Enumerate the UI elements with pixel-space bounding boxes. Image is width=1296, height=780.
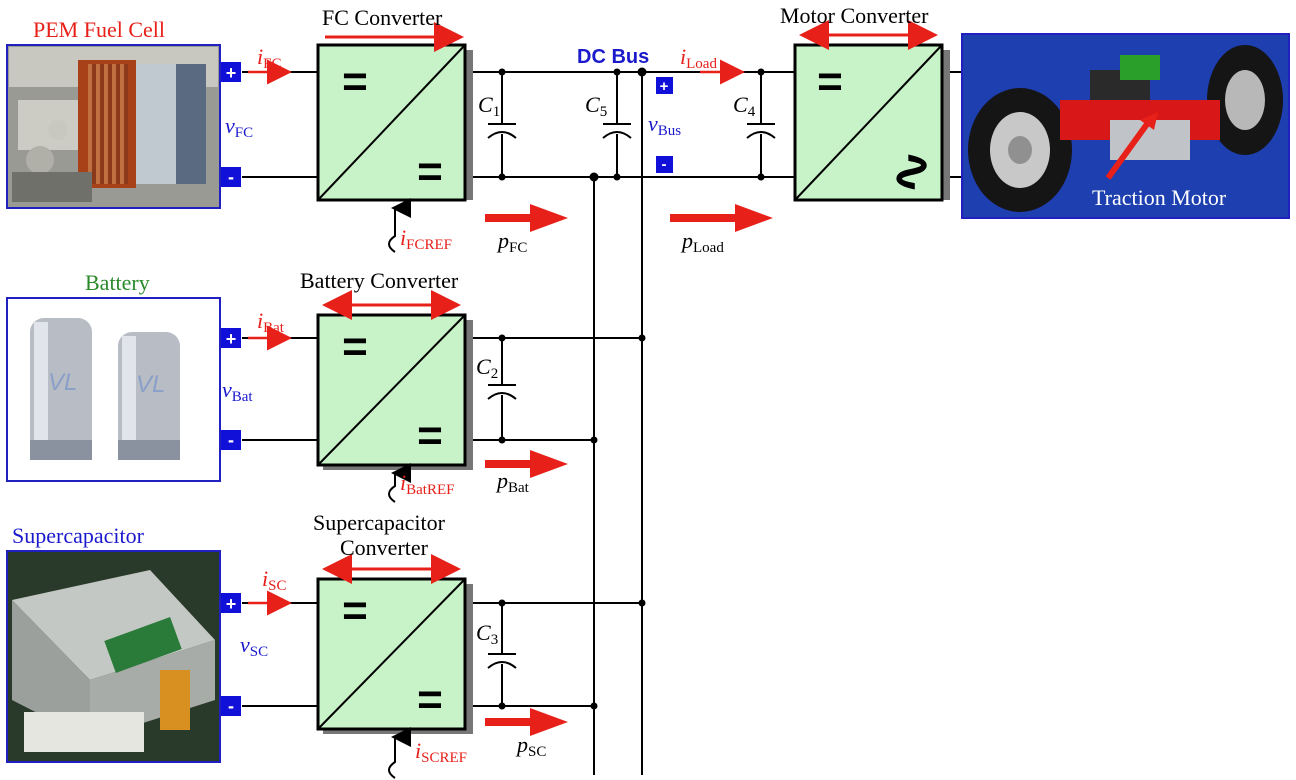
fc-conv-out-symbol: = bbox=[417, 147, 443, 196]
bat-conv-in-symbol: = bbox=[342, 322, 368, 371]
c5-label: C5 bbox=[585, 92, 607, 120]
battery-title: Battery bbox=[85, 270, 150, 295]
i-fcref-label: iFCREF bbox=[400, 225, 452, 253]
power-flow-arrows bbox=[485, 204, 773, 736]
svg-text:VL: VL bbox=[48, 369, 77, 396]
v-bus-label: vBus bbox=[648, 111, 681, 139]
sc-plus-sign: + bbox=[226, 594, 237, 614]
p-bat-label: pBat bbox=[495, 468, 530, 496]
c1-label: C1 bbox=[478, 92, 500, 120]
sc-minus-sign: - bbox=[228, 696, 234, 716]
bus-minus-sign: - bbox=[662, 156, 667, 173]
v-sc-label: vSC bbox=[240, 632, 268, 660]
supercap-title: Supercapacitor bbox=[12, 523, 145, 548]
i-sc-label: iSC bbox=[262, 566, 286, 594]
bat-converter-title: Battery Converter bbox=[300, 268, 459, 293]
sc-conv-in-symbol: = bbox=[342, 586, 368, 635]
p-load-label: pLoad bbox=[680, 228, 724, 256]
bus-plus-sign: + bbox=[660, 78, 669, 95]
i-batref-label: iBatREF bbox=[400, 470, 454, 498]
i-scref-label: iSCREF bbox=[415, 738, 467, 766]
dc-bus-title: DC Bus bbox=[577, 46, 649, 68]
motor-conv-in-symbol: = bbox=[817, 57, 843, 106]
c4-label: C4 bbox=[733, 92, 756, 120]
fuel-cell-title: PEM Fuel Cell bbox=[33, 17, 165, 42]
i-load-label: iLoad bbox=[680, 44, 717, 72]
battery-photo: VL VL bbox=[7, 298, 220, 481]
p-sc-label: pSC bbox=[515, 732, 546, 760]
p-fc-label: pFC bbox=[496, 228, 527, 256]
v-fc-label: vFC bbox=[225, 113, 253, 141]
junction-dots bbox=[499, 68, 765, 710]
fc-converter-title: FC Converter bbox=[322, 5, 443, 30]
motor-converter-title: Motor Converter bbox=[780, 3, 929, 28]
sc-conv-out-symbol: = bbox=[417, 675, 443, 724]
i-bat-label: iBat bbox=[257, 308, 285, 336]
bat-conv-out-symbol: = bbox=[417, 411, 443, 460]
c2-label: C2 bbox=[476, 354, 498, 382]
bat-plus-sign: + bbox=[226, 329, 237, 349]
sc-converter-title-2: Converter bbox=[340, 535, 429, 560]
traction-motor-label: Traction Motor bbox=[1092, 185, 1227, 210]
v-bat-label: vBat bbox=[222, 377, 253, 405]
sc-converter-title-1: Supercapacitor bbox=[313, 510, 446, 535]
fc-plus-sign: + bbox=[226, 63, 237, 83]
c3-label: C3 bbox=[476, 620, 498, 648]
supercapacitor-photo bbox=[7, 551, 220, 762]
bat-minus-sign: - bbox=[228, 430, 234, 450]
variable-labels: iFC vFC iBat vBat iSC vSC iFCREF iBatREF… bbox=[222, 44, 756, 766]
motor-conv-ac-symbol: ∿ bbox=[880, 149, 945, 196]
fuel-cell-photo bbox=[7, 45, 220, 208]
fc-conv-in-symbol: = bbox=[342, 57, 368, 106]
fc-minus-sign: - bbox=[228, 167, 234, 187]
i-fc-label: iFC bbox=[257, 44, 281, 72]
svg-text:VL: VL bbox=[136, 371, 165, 398]
